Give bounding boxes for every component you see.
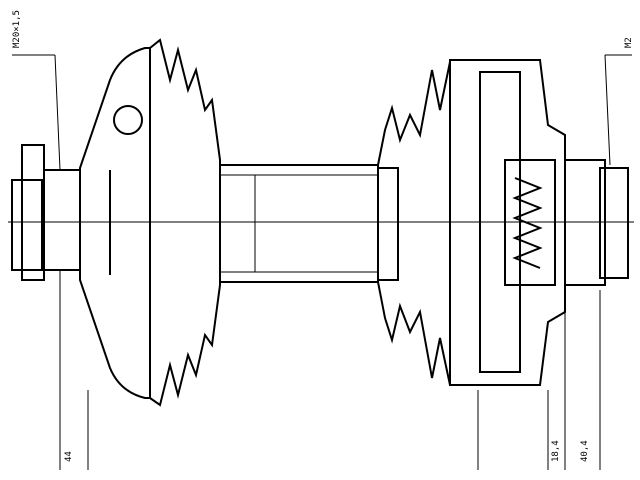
left-stub — [11, 179, 43, 271]
right-spring — [512, 177, 543, 269]
left-cv-housing — [79, 47, 151, 399]
right-collar — [564, 159, 606, 286]
thread-right-label: M2 — [624, 37, 634, 48]
left-cv-ball — [113, 105, 143, 135]
left-nut — [21, 144, 45, 281]
leader-left-drop — [54, 54, 61, 171]
dim-left-label: 44 — [64, 451, 74, 462]
right-tripod — [504, 159, 556, 286]
right-inner-race — [479, 71, 521, 373]
thread-left-label: M20×1,5 — [12, 10, 22, 48]
right-boot-collar — [377, 167, 399, 281]
left-boot — [149, 38, 221, 407]
right-boot — [377, 61, 451, 386]
leader-right-drop — [604, 54, 611, 166]
right-stub — [599, 167, 629, 279]
dim-right-a-label: 18,4 — [551, 440, 561, 462]
dim-right-b-label: 40,4 — [580, 440, 590, 462]
left-collar — [43, 169, 81, 271]
